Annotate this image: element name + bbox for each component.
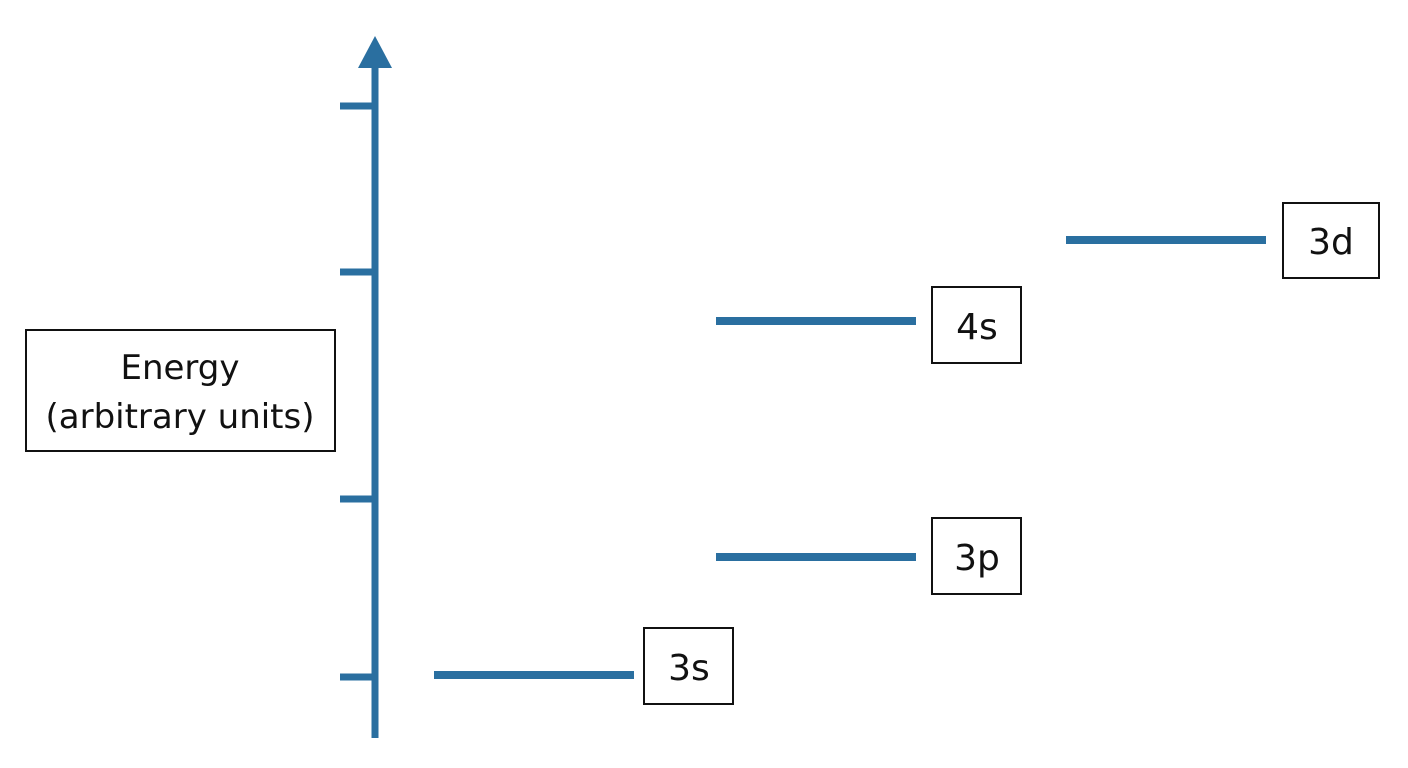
level-label-box [1282, 202, 1380, 279]
axis-arrow-head [358, 36, 392, 68]
axis-label-line2: (arbitrary units) [45, 397, 314, 437]
level-label: 3d [1308, 222, 1354, 263]
level-label-box [931, 286, 1022, 364]
level-4s: 4s [716, 286, 1022, 364]
energy-axis [340, 36, 392, 738]
level-label: 3p [954, 538, 1000, 579]
level-3d: 3d [1066, 202, 1380, 279]
level-3p: 3p [716, 517, 1022, 595]
level-label-box [931, 517, 1022, 595]
axis-label: Energy (arbitrary units) [25, 329, 336, 452]
axis-label-line1: Energy [120, 348, 239, 388]
level-3s: 3s [434, 627, 734, 705]
level-label-box [643, 627, 734, 705]
axis-label-box [25, 329, 336, 452]
level-label: 3s [668, 648, 710, 689]
level-label: 4s [956, 307, 998, 348]
